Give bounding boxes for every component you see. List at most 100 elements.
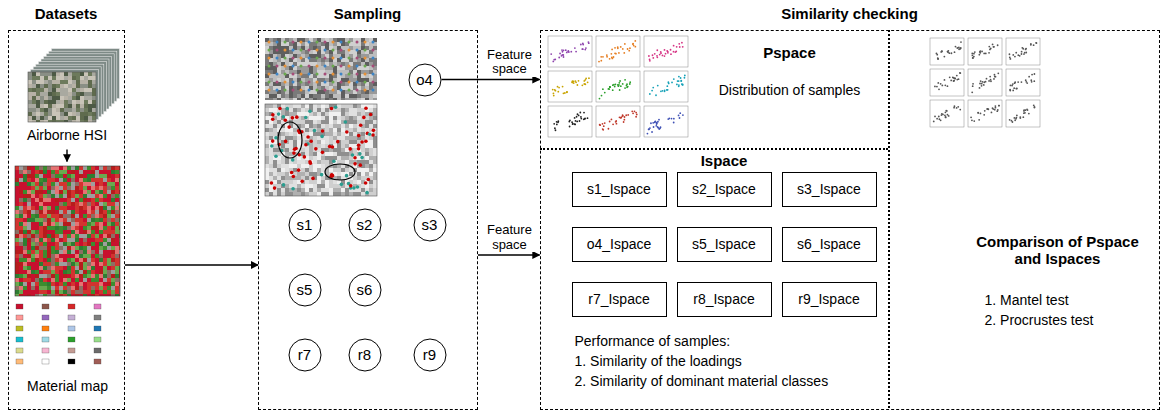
map-pixel (103, 234, 107, 238)
hsi-pixel (64, 116, 68, 120)
map-pixel (67, 246, 71, 250)
map-pixel (71, 190, 75, 194)
sample-pixel (365, 116, 369, 120)
map-pixel (91, 282, 95, 286)
map-pixel (51, 290, 55, 294)
sample-pixel (341, 140, 345, 144)
map-pixel (87, 270, 91, 274)
hsi-pixel (80, 92, 84, 96)
hsi-pixel (88, 120, 92, 122)
map-legend-swatch (42, 348, 49, 353)
map-pixel (19, 182, 23, 186)
map-pixel (19, 234, 23, 238)
map-pixel (63, 186, 67, 190)
sample-pixel (277, 116, 281, 120)
map-pixel (107, 194, 111, 198)
map-pixel (15, 286, 19, 290)
map-pixel (103, 210, 107, 214)
map-pixel (107, 282, 111, 286)
hsi-pixel (44, 96, 48, 100)
map-pixel (111, 178, 115, 182)
map-pixel (63, 230, 67, 234)
sample-pixel (269, 144, 273, 148)
map-pixel (99, 226, 103, 230)
sample-pixel (265, 94, 269, 98)
hsi-pixel (92, 80, 96, 84)
map-pixel (43, 194, 47, 198)
hsi-pixel (84, 80, 88, 84)
map-pixel (111, 278, 115, 282)
sample-pixel (305, 124, 309, 128)
sample-pixel (317, 104, 321, 108)
sample-dot (292, 89, 295, 92)
map-pixel (55, 218, 59, 222)
map-pixel (31, 238, 35, 242)
map-pixel (31, 170, 35, 174)
sample-pixel (277, 112, 281, 116)
map-pixel (87, 202, 91, 206)
map-pixel (55, 170, 59, 174)
hsi-pixel (56, 120, 60, 122)
map-pixel (59, 282, 63, 286)
map-pixel (79, 290, 83, 294)
map-pixel (115, 258, 119, 262)
map-pixel (59, 238, 63, 242)
map-pixel (83, 278, 87, 282)
map-pixel (87, 206, 91, 210)
map-pixel (95, 198, 99, 202)
map-pixel (87, 254, 91, 258)
map-pixel (99, 194, 103, 198)
map-pixel (103, 206, 107, 210)
map-pixel (55, 222, 59, 226)
sample-dot (268, 65, 271, 68)
hsi-pixel (84, 76, 88, 80)
map-pixel (91, 270, 95, 274)
sample-dot (300, 81, 303, 84)
hsi-pixel (48, 112, 52, 116)
map-pixel (19, 246, 23, 250)
map-pixel (27, 230, 31, 234)
map-pixel (91, 202, 95, 206)
sample-pixel (321, 94, 325, 98)
sample-pixel (281, 136, 285, 140)
map-pixel (39, 282, 43, 286)
sample-dot (316, 49, 319, 52)
map-pixel (115, 270, 119, 274)
map-pixel (99, 238, 103, 242)
map-pixel (55, 262, 59, 266)
map-pixel (95, 270, 99, 274)
map-pixel (51, 214, 55, 218)
map-pixel (75, 270, 79, 274)
map-pixel (39, 230, 43, 234)
hsi-pixel (92, 116, 96, 120)
sample-pixel (301, 112, 305, 116)
map-pixel (103, 278, 107, 282)
map-pixel (75, 166, 79, 170)
sample-dot (356, 65, 359, 68)
map-pixel (59, 290, 63, 294)
map-pixel (43, 174, 47, 178)
sample-pixel (305, 136, 309, 140)
map-pixel (103, 182, 107, 186)
sample-pixel (329, 140, 333, 144)
map-pixel (95, 238, 99, 242)
map-pixel (99, 182, 103, 186)
hsi-pixel (76, 72, 80, 76)
map-pixel (75, 206, 79, 210)
map-pixel (35, 290, 39, 294)
hsi-pixel (52, 84, 56, 88)
map-legend-swatch (68, 348, 75, 353)
sample-pixel (337, 98, 341, 100)
map-pixel (27, 170, 31, 174)
sample-pixel (297, 136, 301, 140)
sample-pixel (353, 108, 357, 112)
map-pixel (63, 202, 67, 206)
map-pixel (99, 286, 103, 290)
sample-dot (372, 41, 375, 44)
sample-pixel (293, 98, 297, 100)
map-pixel (107, 278, 111, 282)
sample-dot (356, 57, 359, 60)
map-legend-swatch (16, 326, 23, 331)
hsi-pixel (76, 104, 80, 108)
map-pixel (43, 210, 47, 214)
